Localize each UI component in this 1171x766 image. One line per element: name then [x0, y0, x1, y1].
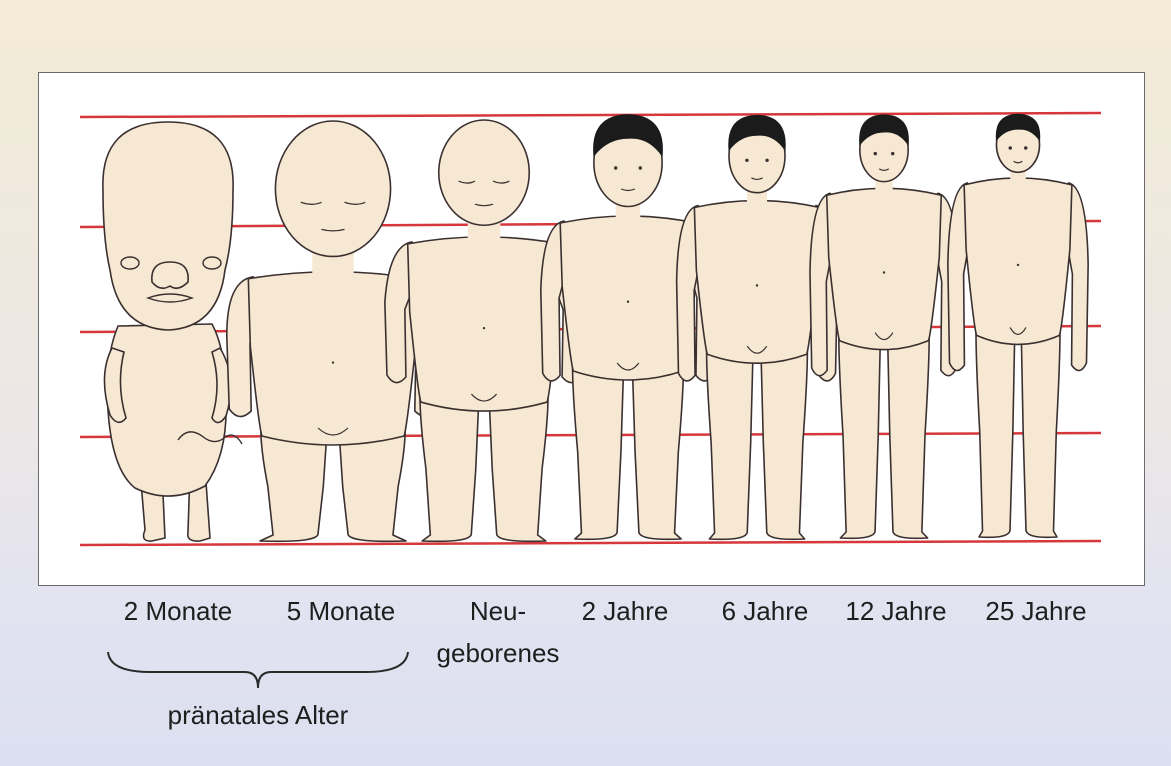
label-5-monate: 5 Monate	[266, 596, 416, 626]
torso	[694, 201, 819, 364]
leg-right	[888, 321, 930, 539]
torso	[107, 324, 226, 496]
navel	[756, 284, 758, 286]
eye-right	[765, 159, 768, 162]
eye-right	[891, 152, 894, 155]
eye-left	[745, 159, 748, 162]
leg-left	[976, 315, 1015, 537]
navel	[627, 301, 629, 303]
navel	[483, 327, 485, 329]
leg-right	[1021, 315, 1060, 537]
navel	[883, 271, 885, 273]
nose	[152, 262, 188, 288]
torso	[560, 216, 696, 380]
eye-left	[614, 166, 617, 169]
leg-left	[839, 321, 881, 539]
label-12-jahre: 12 Jahre	[826, 596, 966, 626]
eye-right	[639, 166, 642, 169]
leg-right	[761, 334, 808, 539]
guide-line-1	[80, 113, 1101, 117]
torso	[827, 188, 942, 349]
label-2-monate: 2 Monate	[103, 596, 253, 626]
guide-line-5	[80, 541, 1101, 545]
figure-5-monate	[227, 121, 439, 541]
label-6-jahre: 6 Jahre	[700, 596, 830, 626]
label-25-jahre: 25 Jahre	[966, 596, 1106, 626]
eye-left	[1009, 146, 1012, 149]
prenatal-brace	[108, 652, 408, 688]
eye-right	[1024, 146, 1027, 149]
torso	[408, 237, 561, 411]
head	[275, 121, 390, 256]
label-neugeborenes: Neu- geborenes	[418, 596, 578, 668]
torso	[964, 178, 1072, 345]
head	[103, 122, 233, 330]
eye-left	[874, 152, 877, 155]
navel	[332, 361, 334, 363]
head	[439, 120, 530, 225]
leg-left	[707, 334, 754, 539]
brace-caption: pränatales Alter	[108, 700, 408, 731]
navel	[1017, 264, 1019, 266]
label-2-jahre: 2 Jahre	[560, 596, 690, 626]
